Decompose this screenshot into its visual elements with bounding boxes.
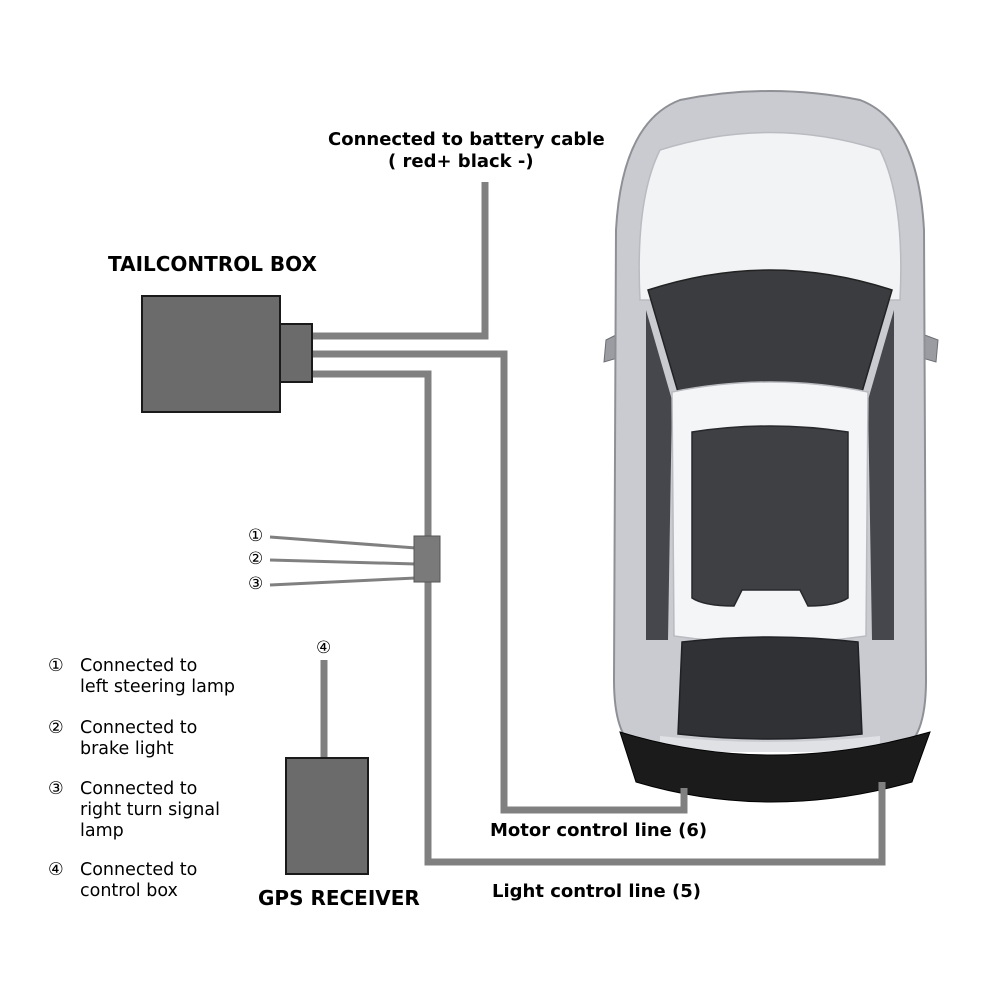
- motor-control-line-label: Motor control line (6): [490, 820, 708, 841]
- car-top-view: [603, 90, 939, 803]
- sunroof: [691, 425, 849, 607]
- left-side-window: [646, 310, 672, 640]
- right-side-window: [868, 310, 894, 640]
- legend-text-1: Connected to left steering lamp: [80, 656, 235, 697]
- legend-mark-2: ②: [48, 718, 64, 738]
- trunk-lid: [660, 736, 880, 752]
- wire-1: [269, 535, 417, 550]
- gps-mark-4: ④: [316, 638, 332, 658]
- wire-3: [269, 576, 417, 587]
- battery-cable-label-line2: ( red+ black -): [388, 151, 534, 172]
- legend-mark-4: ④: [48, 860, 64, 880]
- motor-control-line: [312, 350, 688, 814]
- legend-mark-1: ①: [48, 656, 64, 676]
- rear-window: [677, 636, 863, 740]
- splitter-connector: [413, 535, 441, 583]
- battery-cable: [312, 182, 489, 340]
- light-control-line: [312, 370, 886, 866]
- legend-mark-3: ③: [48, 779, 64, 799]
- battery-cable-label-line1: Connected to battery cable: [328, 129, 605, 150]
- light-control-line-label: Light control line (5): [492, 881, 701, 902]
- tailcontrol-box-title: TAILCONTROL BOX: [108, 252, 317, 276]
- hood: [638, 131, 902, 301]
- connector-mark-3: ③: [248, 574, 264, 594]
- connector-thin-wires: [269, 535, 417, 587]
- tailcontrol-box-connector: [279, 323, 313, 383]
- gps-receiver-box: [285, 757, 369, 875]
- wire-2: [269, 558, 417, 566]
- legend-text-4: Connected to control box: [80, 860, 198, 901]
- connector-mark-1: ①: [248, 526, 264, 546]
- wires: [312, 182, 886, 866]
- connector-mark-2: ②: [248, 549, 264, 569]
- gps-receiver-title: GPS RECEIVER: [258, 886, 420, 910]
- tailcontrol-box: [141, 295, 281, 413]
- legend-text-2: Connected to brake light: [80, 718, 198, 759]
- legend-text-3: Connected to right turn signal lamp: [80, 779, 220, 841]
- rear-spoiler: [619, 731, 931, 803]
- windshield: [647, 269, 893, 393]
